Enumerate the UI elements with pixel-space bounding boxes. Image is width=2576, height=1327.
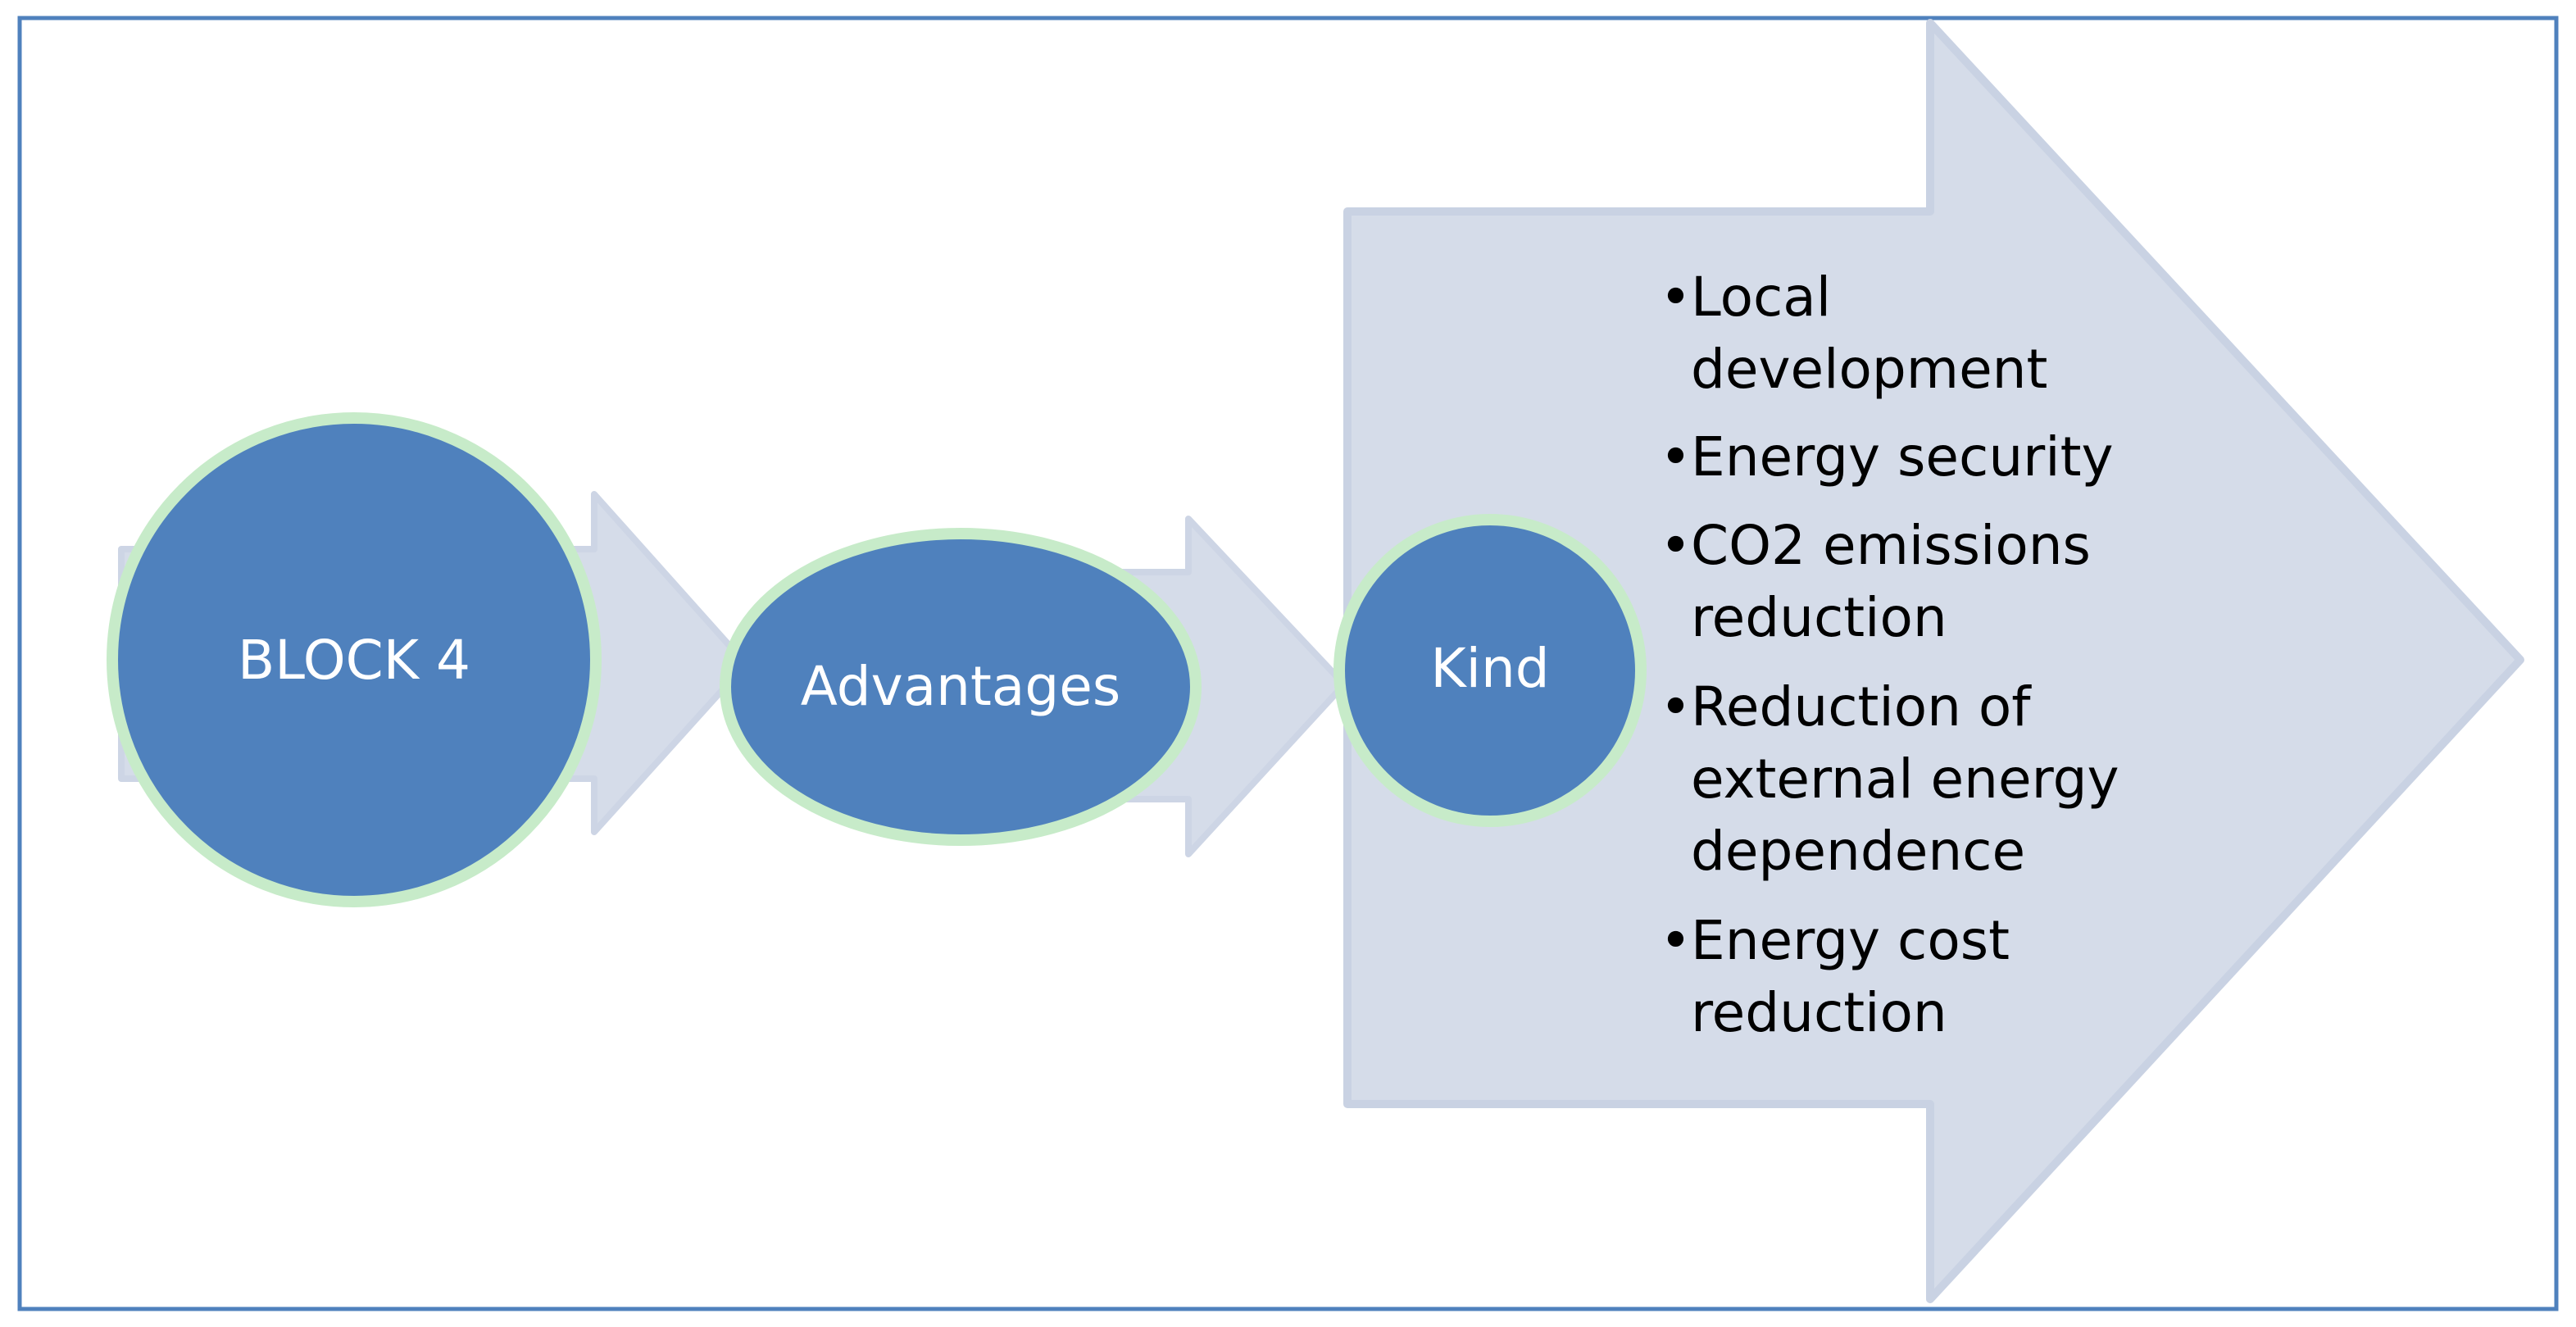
list-item-line: development xyxy=(1691,338,2047,401)
list-bullet: • xyxy=(1660,514,1692,577)
list-item-line: Reduction of xyxy=(1691,675,2032,738)
list-item: • Local development xyxy=(1660,266,2047,401)
node-kind: Kind xyxy=(1333,514,1647,827)
list-bullet: • xyxy=(1660,909,1692,972)
node-block-circle xyxy=(107,412,602,907)
list-item-line: dependence xyxy=(1691,820,2025,883)
node-block: BLOCK 4 xyxy=(107,412,602,907)
node-kind-circle xyxy=(1333,514,1647,827)
list-bullet: • xyxy=(1660,266,1692,329)
list-item-line: Energy cost xyxy=(1691,909,2010,972)
list-item-line: reduction xyxy=(1691,586,1947,649)
node-kind-label: Kind xyxy=(1430,637,1549,700)
list-item: • Energy security xyxy=(1660,425,2114,489)
list-item: • Energy cost reduction xyxy=(1660,909,2010,1044)
list-bullet: • xyxy=(1660,425,1692,489)
list-bullet: • xyxy=(1660,675,1692,738)
kind-items-list: • Local development • Energy security • … xyxy=(1660,266,2119,1044)
list-item: • CO2 emissions reduction xyxy=(1660,514,2091,649)
list-item-line: CO2 emissions xyxy=(1691,514,2091,577)
node-advantages: Advantages xyxy=(720,528,1202,846)
list-item-line: Energy security xyxy=(1691,425,2114,489)
node-advantages-label: Advantages xyxy=(801,655,1120,718)
list-item: • Reduction of external energy dependenc… xyxy=(1660,675,2119,883)
node-block-label: BLOCK 4 xyxy=(238,629,470,692)
list-item-line: reduction xyxy=(1691,981,1947,1044)
list-item-line: external energy xyxy=(1691,748,2119,811)
big-arrow xyxy=(1343,19,2524,1303)
node-advantages-ellipse xyxy=(720,528,1202,846)
list-item-line: Local xyxy=(1691,266,1831,329)
